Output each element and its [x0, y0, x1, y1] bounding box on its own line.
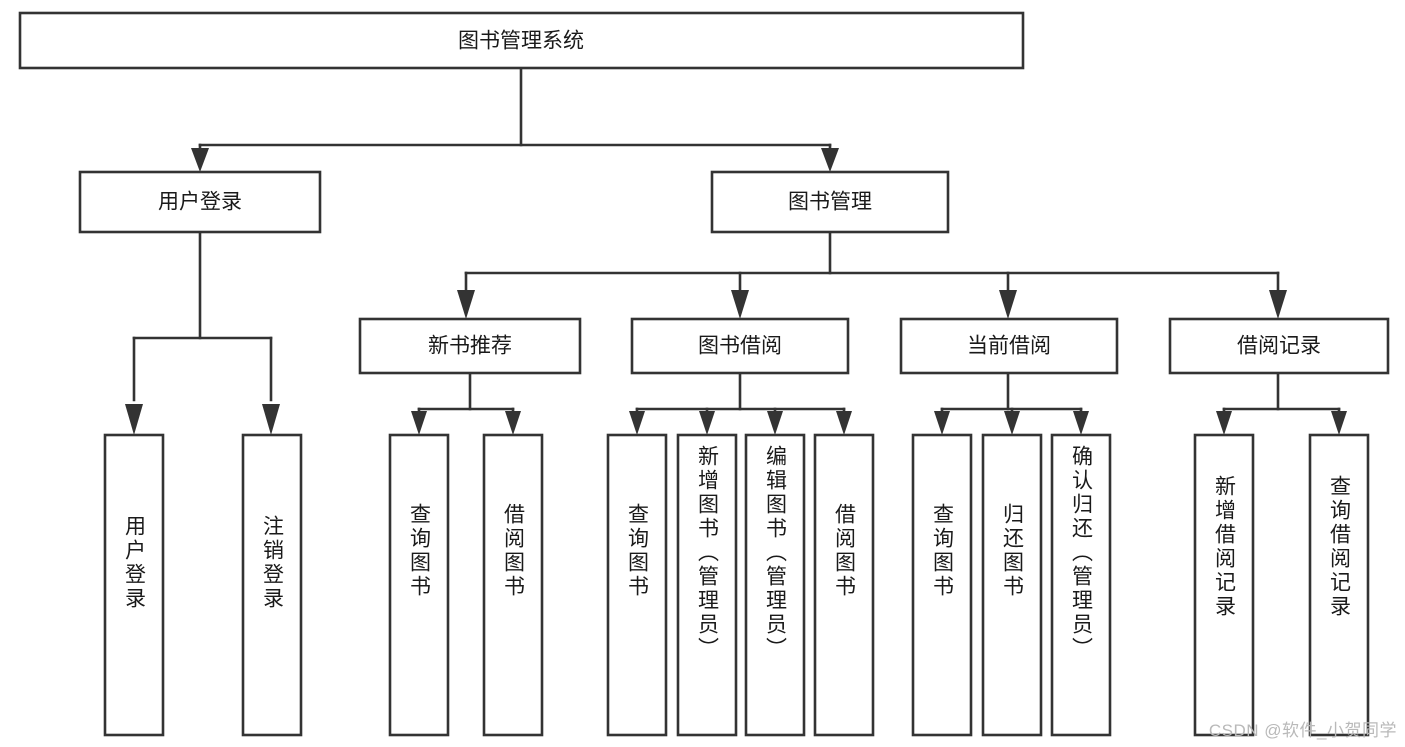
arrowhead-user-login — [191, 148, 209, 172]
arrowhead-book-manage — [821, 148, 839, 172]
arrowhead-leaf-query-book-current — [934, 411, 950, 435]
node-current-borrow[interactable]: 当前借阅 — [899, 317, 1119, 375]
arrowhead-leaf-user-login — [125, 404, 143, 435]
arrowhead-record — [1269, 290, 1287, 319]
arrowhead-leaf-edit-book — [767, 411, 783, 435]
arrowhead-leaf-borrow-book — [836, 411, 852, 435]
leaf-box-edit-book[interactable] — [744, 433, 806, 737]
node-root-box[interactable] — [18, 11, 1025, 70]
node-borrow[interactable]: 图书借阅 — [630, 317, 850, 375]
node-current-borrow-label: 当前借阅 — [967, 335, 1051, 358]
arrowhead-leaf-query-record — [1331, 411, 1347, 435]
arrowhead-leaf-query-book-new — [411, 411, 427, 435]
connector-group-book-manage — [457, 230, 1287, 319]
leaf-boxes — [103, 433, 1370, 737]
watermark-text: CSDN @软件_小贺同学 — [1208, 721, 1397, 740]
leaf-box-confirm-return[interactable] — [1050, 433, 1112, 737]
node-new-book-label: 新书推荐 — [428, 335, 512, 358]
node-root-label: 图书管理系统 — [458, 30, 584, 53]
arrowhead-leaf-confirm-return — [1073, 411, 1089, 435]
arrowhead-borrow — [731, 290, 749, 319]
leaf-box-query-book-current[interactable] — [911, 433, 973, 737]
node-borrow-record[interactable]: 借阅记录 — [1168, 317, 1390, 375]
arrowhead-leaf-query-book-borrow — [629, 411, 645, 435]
node-user-login-box[interactable] — [78, 170, 322, 234]
leaf-box-borrow-book[interactable] — [813, 433, 875, 737]
connector-group-current — [934, 371, 1089, 435]
arrowhead-leaf-add-book — [699, 411, 715, 435]
arrowhead-leaf-return-book — [1004, 411, 1020, 435]
leaf-box-query-book-new[interactable] — [388, 433, 450, 737]
node-book-manage-box[interactable] — [710, 170, 950, 234]
node-borrow-record-box[interactable] — [1168, 317, 1390, 375]
arrowhead-leaf-add-record — [1216, 411, 1232, 435]
connector-group-user-login — [125, 230, 280, 435]
node-user-login[interactable]: 用户登录 — [78, 170, 322, 234]
leaf-box-add-book[interactable] — [676, 433, 738, 737]
node-new-book[interactable]: 新书推荐 — [358, 317, 582, 375]
node-root[interactable]: 图书管理系统 — [18, 11, 1025, 70]
leaf-box-borrow-book-new[interactable] — [482, 433, 544, 737]
arrowhead-current — [999, 290, 1017, 319]
connector-group-record — [1216, 371, 1347, 435]
leaf-box-query-record[interactable] — [1308, 433, 1370, 737]
leaf-box-user-login[interactable] — [103, 433, 165, 737]
node-book-manage[interactable]: 图书管理 — [710, 170, 950, 234]
connector-group-borrow — [629, 371, 852, 435]
leaf-box-return-book[interactable] — [981, 433, 1043, 737]
node-user-login-label: 用户登录 — [158, 191, 242, 214]
arrowhead-leaf-borrow-book-new — [505, 411, 521, 435]
leaf-box-query-book-borrow[interactable] — [606, 433, 668, 737]
arrowhead-leaf-logout — [262, 404, 280, 435]
leaf-box-add-record[interactable] — [1193, 433, 1255, 737]
connector-group-root — [191, 66, 839, 172]
node-new-book-box[interactable] — [358, 317, 582, 375]
connector-group-new-book — [411, 371, 521, 435]
leaf-box-logout[interactable] — [241, 433, 303, 737]
node-book-manage-label: 图书管理 — [788, 191, 872, 214]
node-borrow-label: 图书借阅 — [698, 335, 782, 358]
node-borrow-box[interactable] — [630, 317, 850, 375]
node-borrow-record-label: 借阅记录 — [1237, 335, 1321, 358]
arrowhead-new-book — [457, 290, 475, 319]
node-current-borrow-box[interactable] — [899, 317, 1119, 375]
